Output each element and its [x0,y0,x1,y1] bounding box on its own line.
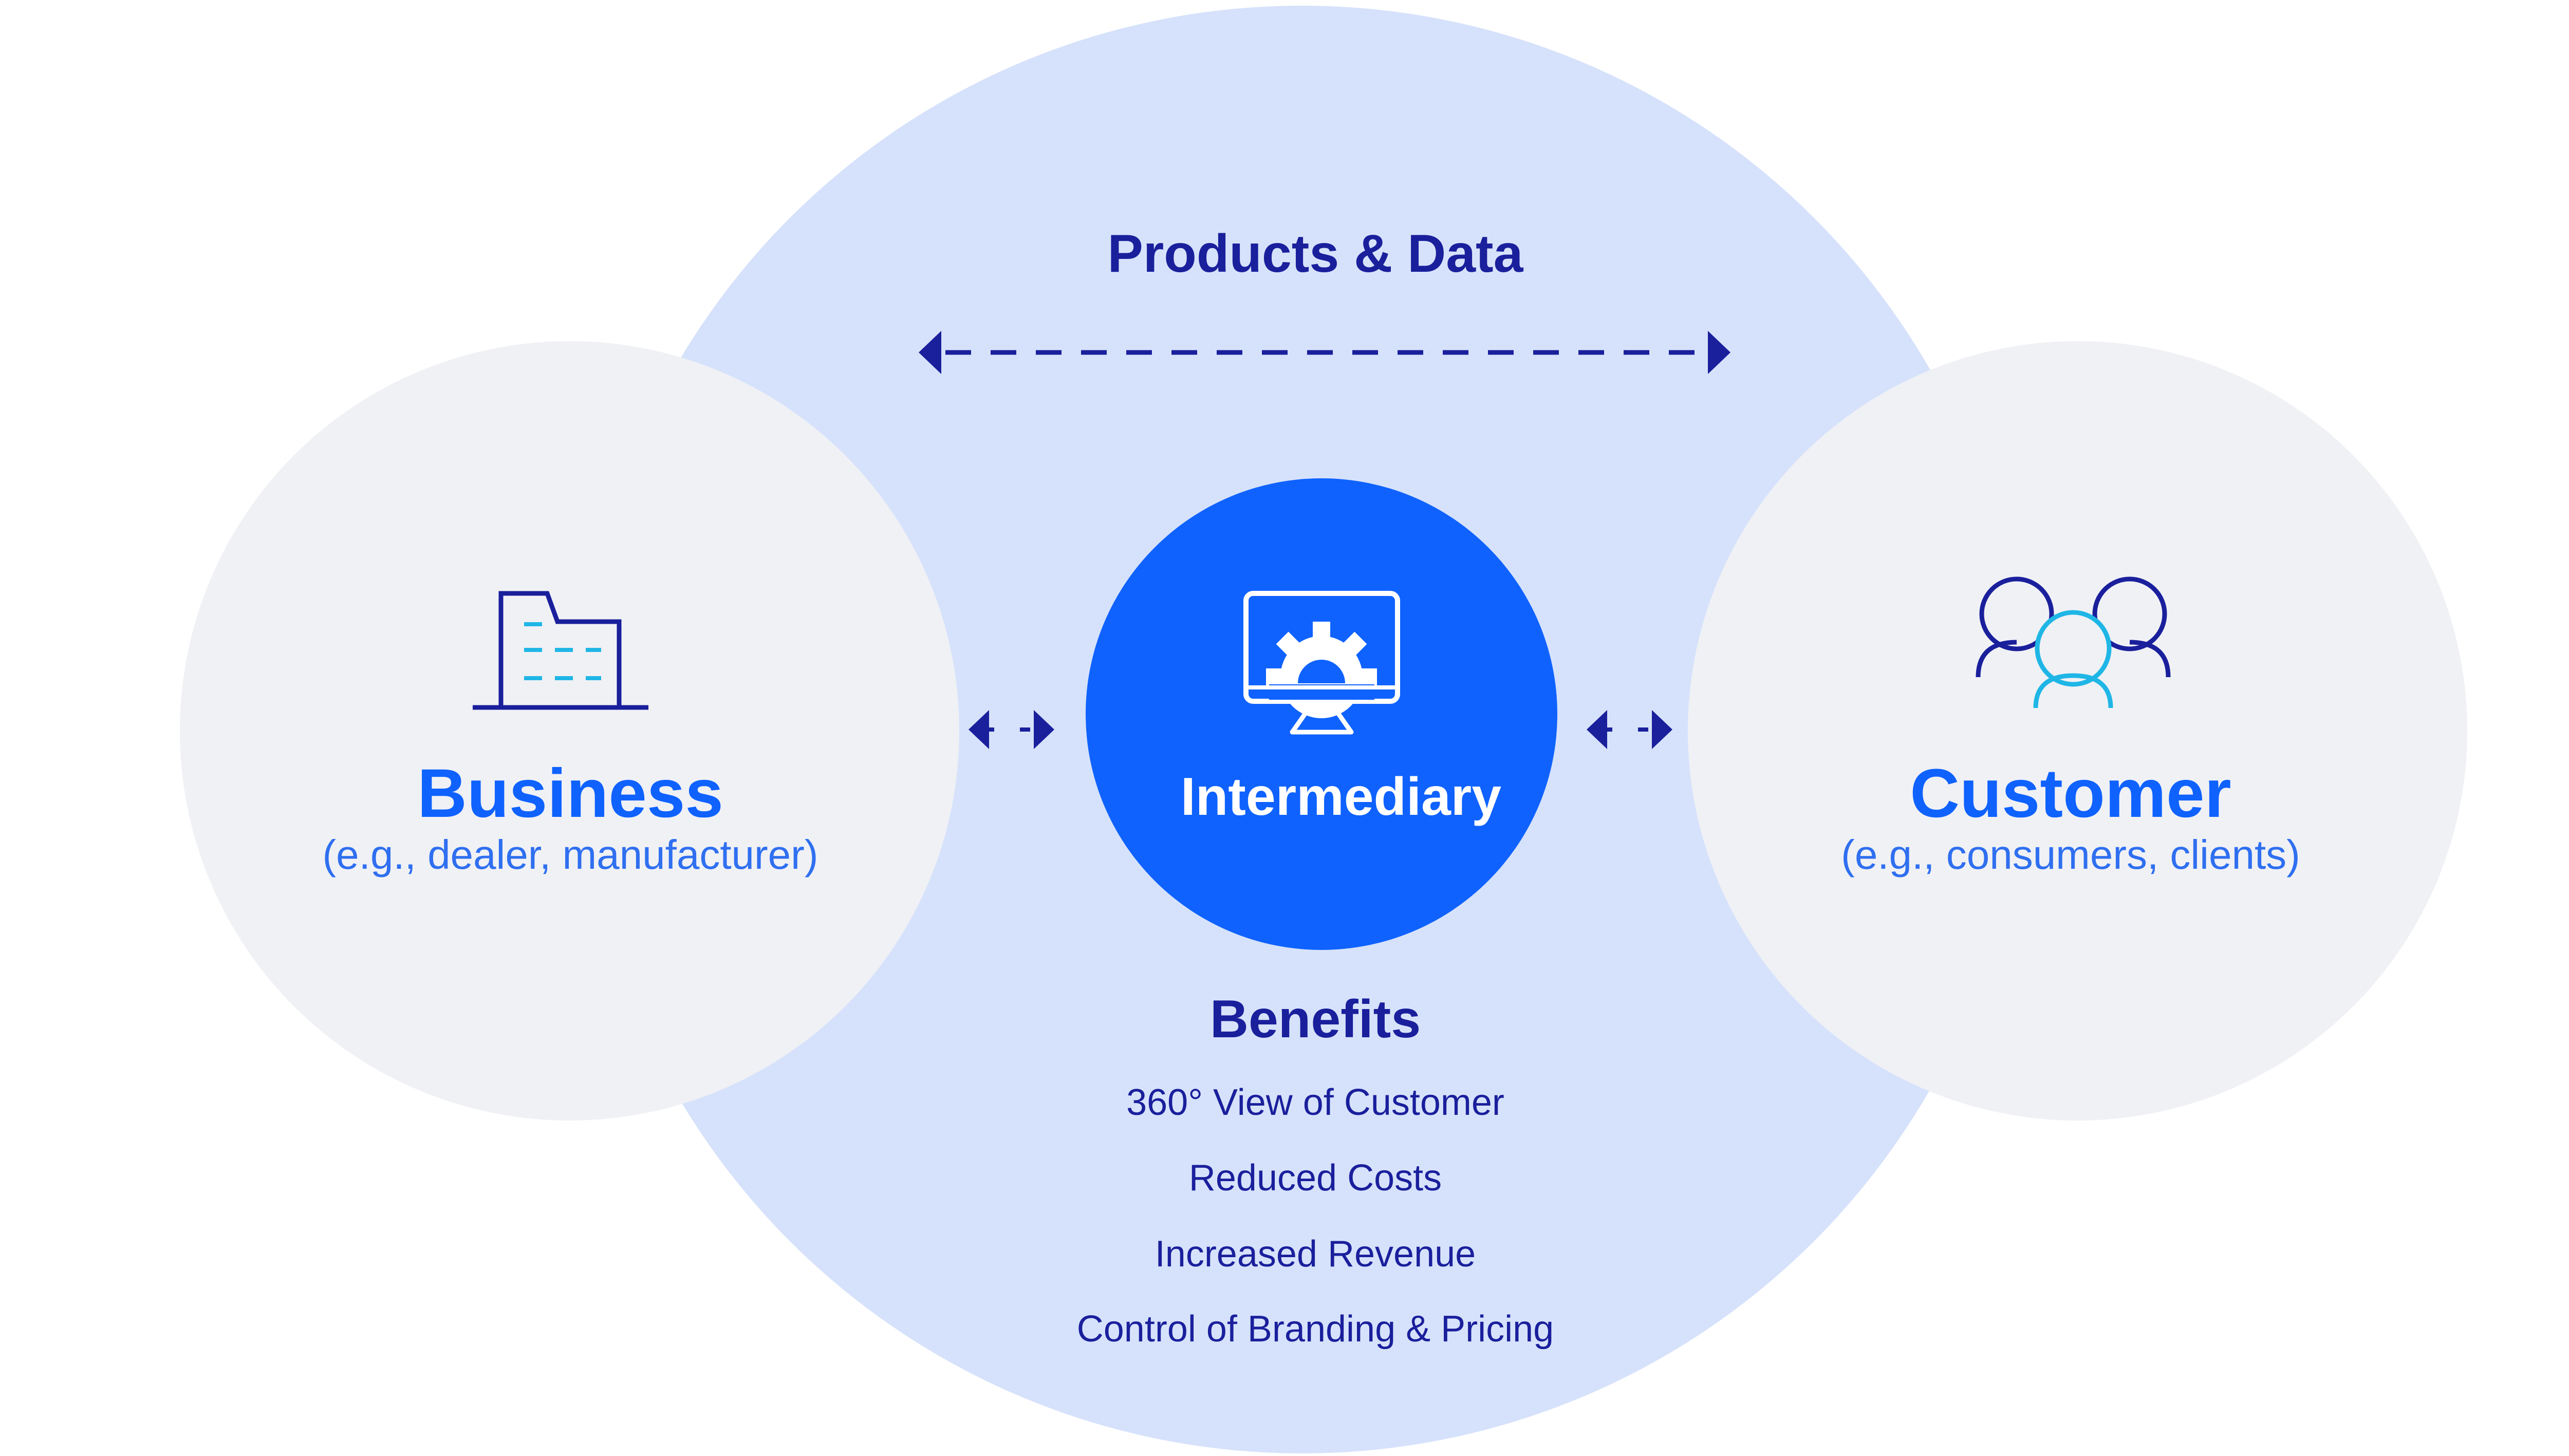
benefit-item: 360° View of Customer [1126,1082,1504,1123]
benefit-item: Reduced Costs [1188,1158,1442,1199]
business-title: Business [417,755,723,832]
benefit-item: Control of Branding & Pricing [1076,1309,1554,1350]
customer-subtitle: (e.g., consumers, clients) [1841,832,2300,878]
business-circle [180,341,959,1121]
benefit-item: Increased Revenue [1155,1234,1476,1275]
arrow-left-icon [1587,710,1607,749]
arrow-left-head [919,331,941,374]
arrow-right-icon [1034,710,1054,749]
arrow-right-head [1708,331,1730,374]
products-data-title: Products & Data [1107,224,1523,284]
arrow-right-icon [1652,710,1672,749]
arrow-left-icon [969,710,989,749]
business-subtitle: (e.g., dealer, manufacturer) [322,832,818,878]
customer-title: Customer [1910,755,2231,832]
intermediary-title: Intermediary [1180,767,1502,827]
customer-circle [1688,341,2467,1121]
benefits-title: Benefits [1209,990,1421,1049]
